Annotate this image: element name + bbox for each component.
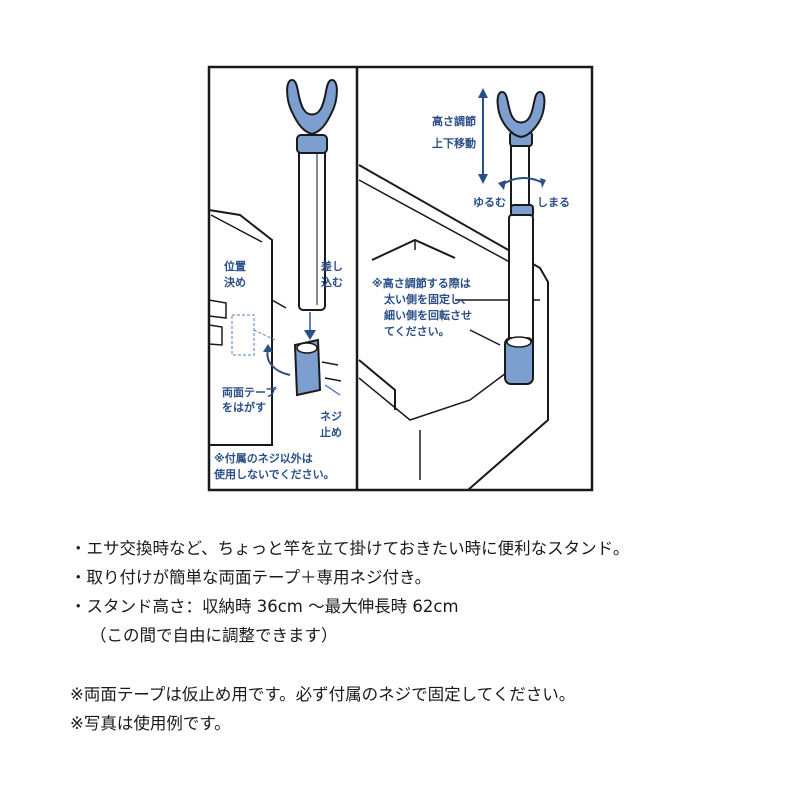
cooler-box-right — [358, 164, 549, 491]
bullet-subnote: （この間で自由に調整できます） — [90, 626, 338, 645]
label-screw-1: ネジ — [320, 410, 342, 423]
label-tighten: しまる — [537, 196, 570, 209]
label-position-2: 決め — [224, 275, 246, 289]
right-panel: 高さ調節 上下移動 ゆるむ しまる ※高さ調節する際は 太い側を固定し、 細い側… — [358, 88, 570, 491]
base-mount — [293, 338, 322, 397]
screw — [324, 377, 342, 382]
cooler-box-left — [208, 209, 273, 446]
rod-holder-y-right — [496, 90, 546, 139]
left-note-2: 使用しないでください。 — [213, 467, 335, 481]
pole-upper — [510, 141, 530, 213]
label-height-2: 上下移動 — [432, 136, 476, 150]
mount-position-guide — [231, 314, 255, 356]
installation-illustration: 位置 決め 差し 込む 両面テープ をはがす ネジ 止め ※付属のネジ以外は 使… — [207, 65, 594, 492]
pole-lower — [508, 214, 534, 346]
label-screw-2: 止め — [320, 425, 342, 439]
screw — [321, 361, 339, 366]
product-description: ・エサ交換時など、ちょっと竿を立て掛けておきたい時に便利なスタンド。 ・取り付け… — [70, 534, 790, 738]
pole-collar — [296, 134, 328, 154]
left-panel: 位置 決め 差し 込む 両面テープ をはがす ネジ 止め ※付属のネジ以外は 使… — [208, 78, 343, 481]
bullet-item: ・エサ交換時など、ちょっと竿を立て掛けておきたい時に便利なスタンド。 — [70, 539, 630, 558]
right-note-1: ※高さ調節する際は — [372, 276, 471, 290]
bullet-item: ・スタンド高さ：収納時 36cm ～最大伸長時 62cm — [70, 597, 459, 616]
peel-arrow — [266, 349, 291, 376]
right-note-4: てください。 — [384, 325, 450, 338]
right-note-3: 細い側を回転させ — [384, 308, 472, 322]
label-tape-2: をはがす — [222, 400, 266, 414]
label-insert-1: 差し — [321, 259, 343, 273]
insert-arrow — [304, 330, 316, 340]
label-position-1: 位置 — [224, 259, 246, 273]
spacer — [70, 650, 790, 680]
left-note-1: ※付属のネジ以外は — [214, 451, 313, 465]
note-item: ※写真は使用例です。 — [70, 714, 231, 733]
bullet-item: ・取り付けが簡単な両面テープ＋専用ネジ付き。 — [70, 568, 432, 587]
label-tape-1: 両面テープ — [222, 385, 277, 399]
illustration-svg: 位置 決め 差し 込む 両面テープ をはがす ネジ 止め ※付属のネジ以外は 使… — [207, 65, 594, 492]
label-loosen: ゆるむ — [473, 196, 506, 209]
rod-holder-y — [286, 78, 338, 136]
label-insert-2: 込む — [321, 275, 343, 289]
label-height-1: 高さ調節 — [432, 114, 476, 128]
right-note-2: 太い側を固定し、 — [383, 292, 472, 306]
note-item: ※両面テープは仮止め用です。必ず付属のネジで固定してください。 — [70, 685, 576, 704]
